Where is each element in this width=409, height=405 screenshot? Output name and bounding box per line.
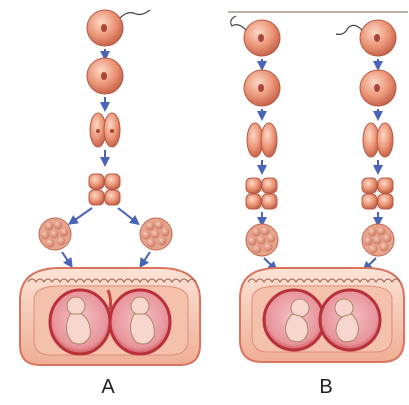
four-cell-a (89, 174, 120, 205)
uterus-b (240, 268, 404, 362)
four-cell-b-right (362, 178, 393, 209)
morula-a-left (39, 218, 71, 250)
panel-b (231, 16, 404, 362)
panel-label-b: B (306, 376, 346, 399)
fertilized-egg-a (87, 10, 150, 46)
morula-b-left (246, 224, 278, 256)
panel-label-a: A (88, 376, 128, 399)
two-cell-b-left (247, 123, 277, 157)
morula-b-right (362, 224, 394, 256)
morula-a-right (140, 218, 172, 250)
fertilized-egg-b-left (231, 16, 280, 56)
fertilized-egg-b-right (336, 20, 396, 56)
two-cell-a (90, 113, 120, 147)
zygote-b-right (360, 70, 396, 106)
four-cell-b-left (246, 178, 277, 209)
panel-a (20, 10, 200, 365)
two-cell-b-right (363, 123, 393, 157)
uterus-a (20, 268, 200, 365)
sperm-tail (120, 10, 150, 18)
zygote-a (87, 58, 123, 94)
zygote-b-left (244, 70, 280, 106)
